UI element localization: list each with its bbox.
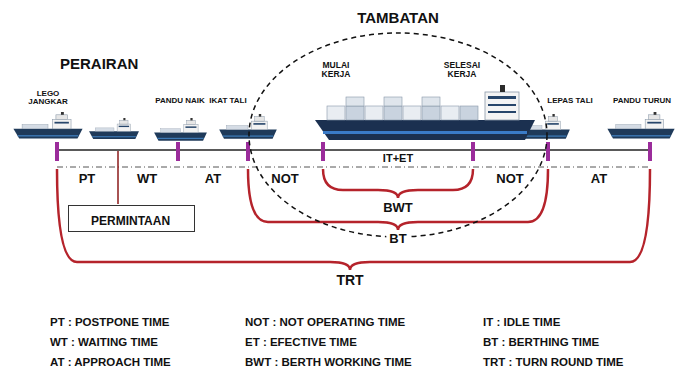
segment-label: WT [137,172,157,186]
ship-icon [13,112,82,139]
brackets [57,169,650,270]
timeline [57,149,650,151]
ship-label: IKAT TALI [209,97,246,105]
segment-label: AT [205,172,221,186]
ship-icon [89,118,139,139]
legend-text: PT : POSTPONE TIME [50,316,169,328]
legend-text: BWT : BERTH WORKING TIME [245,356,412,368]
legend-text: IT : IDLE TIME [483,316,560,328]
legend-text: ET : EFECTIVE TIME [245,336,357,348]
ship-label: LEPAS TALI [547,97,592,105]
leader-line [117,151,119,204]
timeline-ticks [57,142,650,161]
segment-label: NOT [271,172,298,186]
ship-label: SELESAI KERJA [440,61,484,79]
request-box: PERMINTAAN [68,205,195,232]
segment-label: IT+ET [383,153,413,165]
ship-icon [154,118,207,141]
bracket-label: BT [386,232,409,246]
dash-dot-line [57,167,650,168]
ship-icon [219,114,277,139]
legend-text: WT : WAITING TIME [50,336,158,348]
legend-text: AT : APPROACH TIME [50,356,171,368]
region-heading: TAMBATAN [248,10,548,27]
ship-icon [607,112,674,139]
bracket-label: TRT [336,273,363,288]
box-text: PERMINTAAN [91,215,170,229]
legend-text: BT : BERTHING TIME [483,336,599,348]
bracket-label: BWT [383,201,413,215]
legend-text: NOT : NOT OPERATING TIME [245,316,405,328]
ship-label: PANDU NAIK [155,97,205,105]
legend-text: TRT : TURN ROUND TIME [483,356,624,368]
area-label: PERAIRAN [60,56,138,72]
ellipse-outline [249,33,547,237]
segment-label: PT [79,172,96,186]
ship-label: PANDU TURUN [613,97,671,105]
berthed-ship [315,85,535,140]
segment-label: NOT [496,172,523,186]
ship-label: LEGO JANGKAR [27,90,69,107]
ship-label: MULAI KERJA [318,61,354,79]
segment-label: AT [591,172,607,186]
